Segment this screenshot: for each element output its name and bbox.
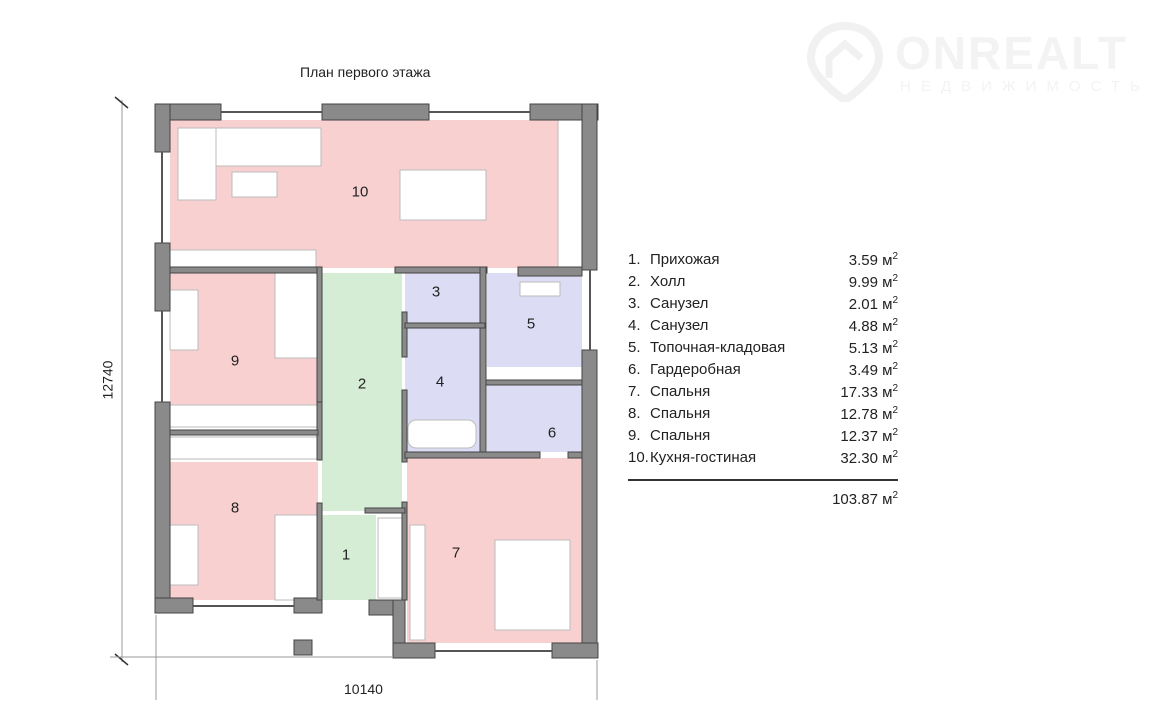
room-2-fill xyxy=(322,273,402,511)
room-name: Санузел xyxy=(650,317,709,334)
room-label-8: 8 xyxy=(230,499,240,517)
room-6-fill xyxy=(487,385,582,452)
room-area: 2.01 м2 xyxy=(848,295,898,313)
plan-title: План первого этажа xyxy=(300,64,431,80)
legend-row: 3. Санузел 2.01 м2 xyxy=(628,295,898,317)
area-unit: м xyxy=(882,491,893,508)
room-label-5: 5 xyxy=(526,315,536,333)
room-number: 5. xyxy=(628,339,641,356)
room-number: 1. xyxy=(628,251,641,268)
room-area: 5.13 м2 xyxy=(848,339,898,357)
room-name: Кухня-гостиная xyxy=(650,449,757,466)
room-1-fill xyxy=(322,515,376,600)
room-number: 2. xyxy=(628,273,641,290)
legend-row: 7. Спальня 17.33 м2 xyxy=(628,383,898,405)
room-number: 10. xyxy=(628,449,649,466)
legend-row: 8. Спальня 12.78 м2 xyxy=(628,405,898,427)
room-name: Спальня xyxy=(650,405,711,422)
furniture xyxy=(169,119,583,641)
room-area: 17.33 м2 xyxy=(840,383,898,401)
legend-row: 10.Кухня-гостиная 32.30 м2 xyxy=(628,449,898,471)
windows xyxy=(161,111,591,652)
room-name: Топочная-кладовая xyxy=(650,339,786,356)
height-dimension: 12740 xyxy=(99,360,116,400)
room-area: 32.30 м2 xyxy=(840,449,898,467)
room-label-6: 6 xyxy=(547,424,557,442)
watermark-brand: ONREALT xyxy=(895,27,1128,79)
room-label-4: 4 xyxy=(435,373,445,391)
room-area: 12.37 м2 xyxy=(840,427,898,445)
legend-row: 5. Топочная-кладовая 5.13 м2 xyxy=(628,339,898,361)
room-number: 8. xyxy=(628,405,641,422)
room-label-3: 3 xyxy=(431,283,441,301)
legend-row: 1. Прихожая 3.59 м2 xyxy=(628,251,898,273)
total-area: 103.87 м2 xyxy=(832,490,898,508)
room-area: 4.88 м2 xyxy=(848,317,898,335)
watermark-tagline: НЕДВИЖИМОСТЬ xyxy=(900,78,1150,95)
room-label-1: 1 xyxy=(341,546,351,564)
room-name: Спальня xyxy=(650,427,711,444)
room-number: 7. xyxy=(628,383,641,400)
room-name: Холл xyxy=(650,273,686,290)
room-label-9: 9 xyxy=(230,352,240,370)
room-number: 4. xyxy=(628,317,641,334)
room-number: 3. xyxy=(628,295,641,312)
room-label-2: 2 xyxy=(357,375,367,393)
legend-row: 6. Гардеробная 3.49 м2 xyxy=(628,361,898,383)
total-area-value: 103.87 xyxy=(832,491,878,508)
legend-divider xyxy=(628,479,898,481)
room-number: 6. xyxy=(628,361,641,378)
room-3-fill xyxy=(405,273,480,323)
room-name: Гардеробная xyxy=(650,361,741,378)
room-area: 3.59 м2 xyxy=(848,251,898,269)
room-name: Санузел xyxy=(650,295,709,312)
legend-row: 4. Санузел 4.88 м2 xyxy=(628,317,898,339)
room-area: 9.99 м2 xyxy=(848,273,898,291)
house-pin-icon xyxy=(806,22,884,102)
legend-row: 2. Холл 9.99 м2 xyxy=(628,273,898,295)
room-area: 3.49 м2 xyxy=(848,361,898,379)
width-dimension: 10140 xyxy=(344,681,383,697)
room-name: Спальня xyxy=(650,383,711,400)
dimension-lines xyxy=(110,96,598,700)
room-label-7: 7 xyxy=(451,544,461,562)
room-name: Прихожая xyxy=(650,251,720,268)
room-number: 9. xyxy=(628,427,641,444)
room-area: 12.78 м2 xyxy=(840,405,898,423)
legend-row: 9. Спальня 12.37 м2 xyxy=(628,427,898,449)
room-label-10: 10 xyxy=(351,183,369,201)
